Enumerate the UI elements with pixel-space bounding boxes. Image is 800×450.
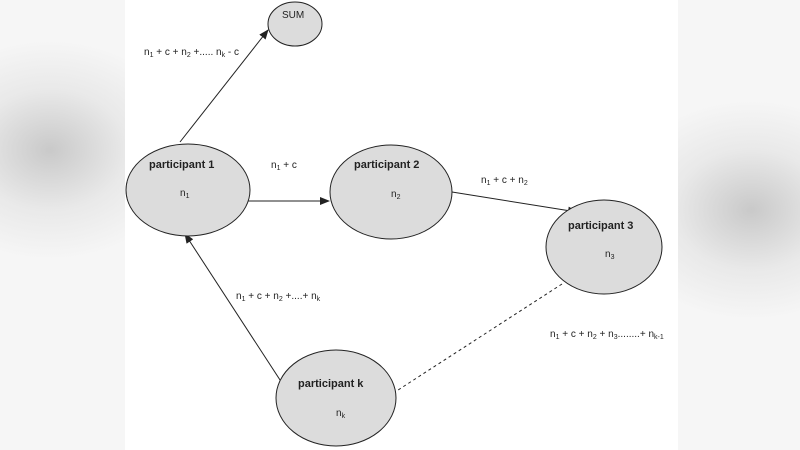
node-participant-k [275,349,397,447]
node-participant-2 [329,144,453,240]
edge-p1-to-sum [179,29,269,143]
edge-p2-to-p3 [451,191,578,215]
edge-label-p1-to-sum: n1 + c + n2 +..... nk - c [144,47,239,59]
edge-p3-to-pk [394,283,563,393]
right-blur-panel [678,0,800,450]
edge-label-p3-to-pk: n1 + c + n2 + n3........+ nk-1 [550,329,664,341]
participant-k-label: participant k [298,378,364,390]
participant-1-value: n1 [180,188,190,200]
participant-1-label: participant 1 [149,159,215,171]
edge-label-p1-to-p2: n1 + c [271,160,297,172]
node-participant-3 [545,199,663,295]
participant-2-label: participant 2 [354,159,420,171]
edge-pk-to-p1 [184,233,283,384]
diagram-svg [125,1,663,447]
diagram-canvas: SUM participant 1 n1 participant 2 n2 pa… [125,0,678,450]
node-sum [267,1,323,47]
participant-k-value: nk [336,408,346,420]
node-participant-1 [125,143,251,237]
participant-3-value: n3 [605,249,615,261]
sum-label: SUM [282,10,305,21]
left-blur-panel [0,0,125,450]
participant-2-value: n2 [391,189,401,201]
edge-label-pk-to-p1: n1 + c + n2 +....+ nk [236,291,321,303]
participant-3-label: participant 3 [568,220,634,232]
edge-label-p2-to-p3: n1 + c + n2 [481,175,528,187]
